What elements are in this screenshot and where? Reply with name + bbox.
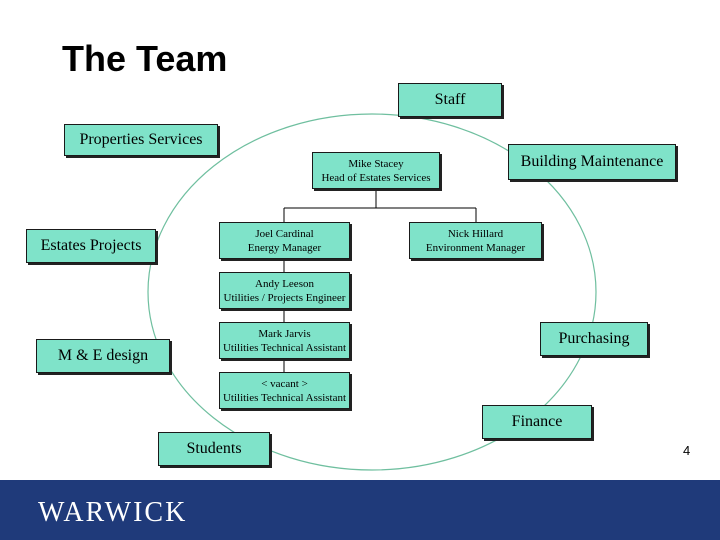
environment-name: Nick Hillard xyxy=(447,227,504,240)
building-maintenance-box: Building Maintenance xyxy=(508,144,676,180)
m-e-design-box: M & E design xyxy=(36,339,170,373)
students-box: Students xyxy=(158,432,270,466)
team-circle xyxy=(147,113,597,471)
energy-manager-box: Joel Cardinal Energy Manager xyxy=(219,222,350,259)
environment-manager-box: Nick Hillard Environment Manager xyxy=(409,222,542,259)
environment-role: Environment Manager xyxy=(425,241,526,254)
energy-name: Joel Cardinal xyxy=(255,227,314,240)
technical-assistant-box-2: < vacant > Utilities Technical Assistant xyxy=(219,372,350,409)
projects-engineer-box: Andy Leeson Utilities / Projects Enginee… xyxy=(219,272,350,309)
org-connectors xyxy=(283,189,477,372)
staff-box: Staff xyxy=(398,83,502,117)
head-name: Mike Stacey xyxy=(348,157,404,170)
finance-box: Finance xyxy=(482,405,592,439)
slide-title: The Team xyxy=(62,38,228,79)
technical-assistant-2-role: Utilities Technical Assistant xyxy=(222,391,347,404)
technical-assistant-1-name: Mark Jarvis xyxy=(258,327,311,340)
warwick-logo: WARWICK xyxy=(38,497,188,528)
technical-assistant-2-name: < vacant > xyxy=(261,377,308,390)
projects-engineer-role: Utilities / Projects Engineer xyxy=(223,291,346,304)
footer-bar xyxy=(0,480,720,540)
page-number: 4 xyxy=(683,443,691,458)
estates-projects-box: Estates Projects xyxy=(26,229,156,263)
purchasing-box: Purchasing xyxy=(540,322,648,356)
properties-services-box: Properties Services xyxy=(64,124,218,156)
energy-role: Energy Manager xyxy=(247,241,322,254)
technical-assistant-box-1: Mark Jarvis Utilities Technical Assistan… xyxy=(219,322,350,359)
head-of-estates-box: Mike Stacey Head of Estates Services xyxy=(312,152,440,189)
head-role: Head of Estates Services xyxy=(321,171,431,184)
projects-engineer-name: Andy Leeson xyxy=(255,277,314,290)
technical-assistant-1-role: Utilities Technical Assistant xyxy=(222,341,347,354)
